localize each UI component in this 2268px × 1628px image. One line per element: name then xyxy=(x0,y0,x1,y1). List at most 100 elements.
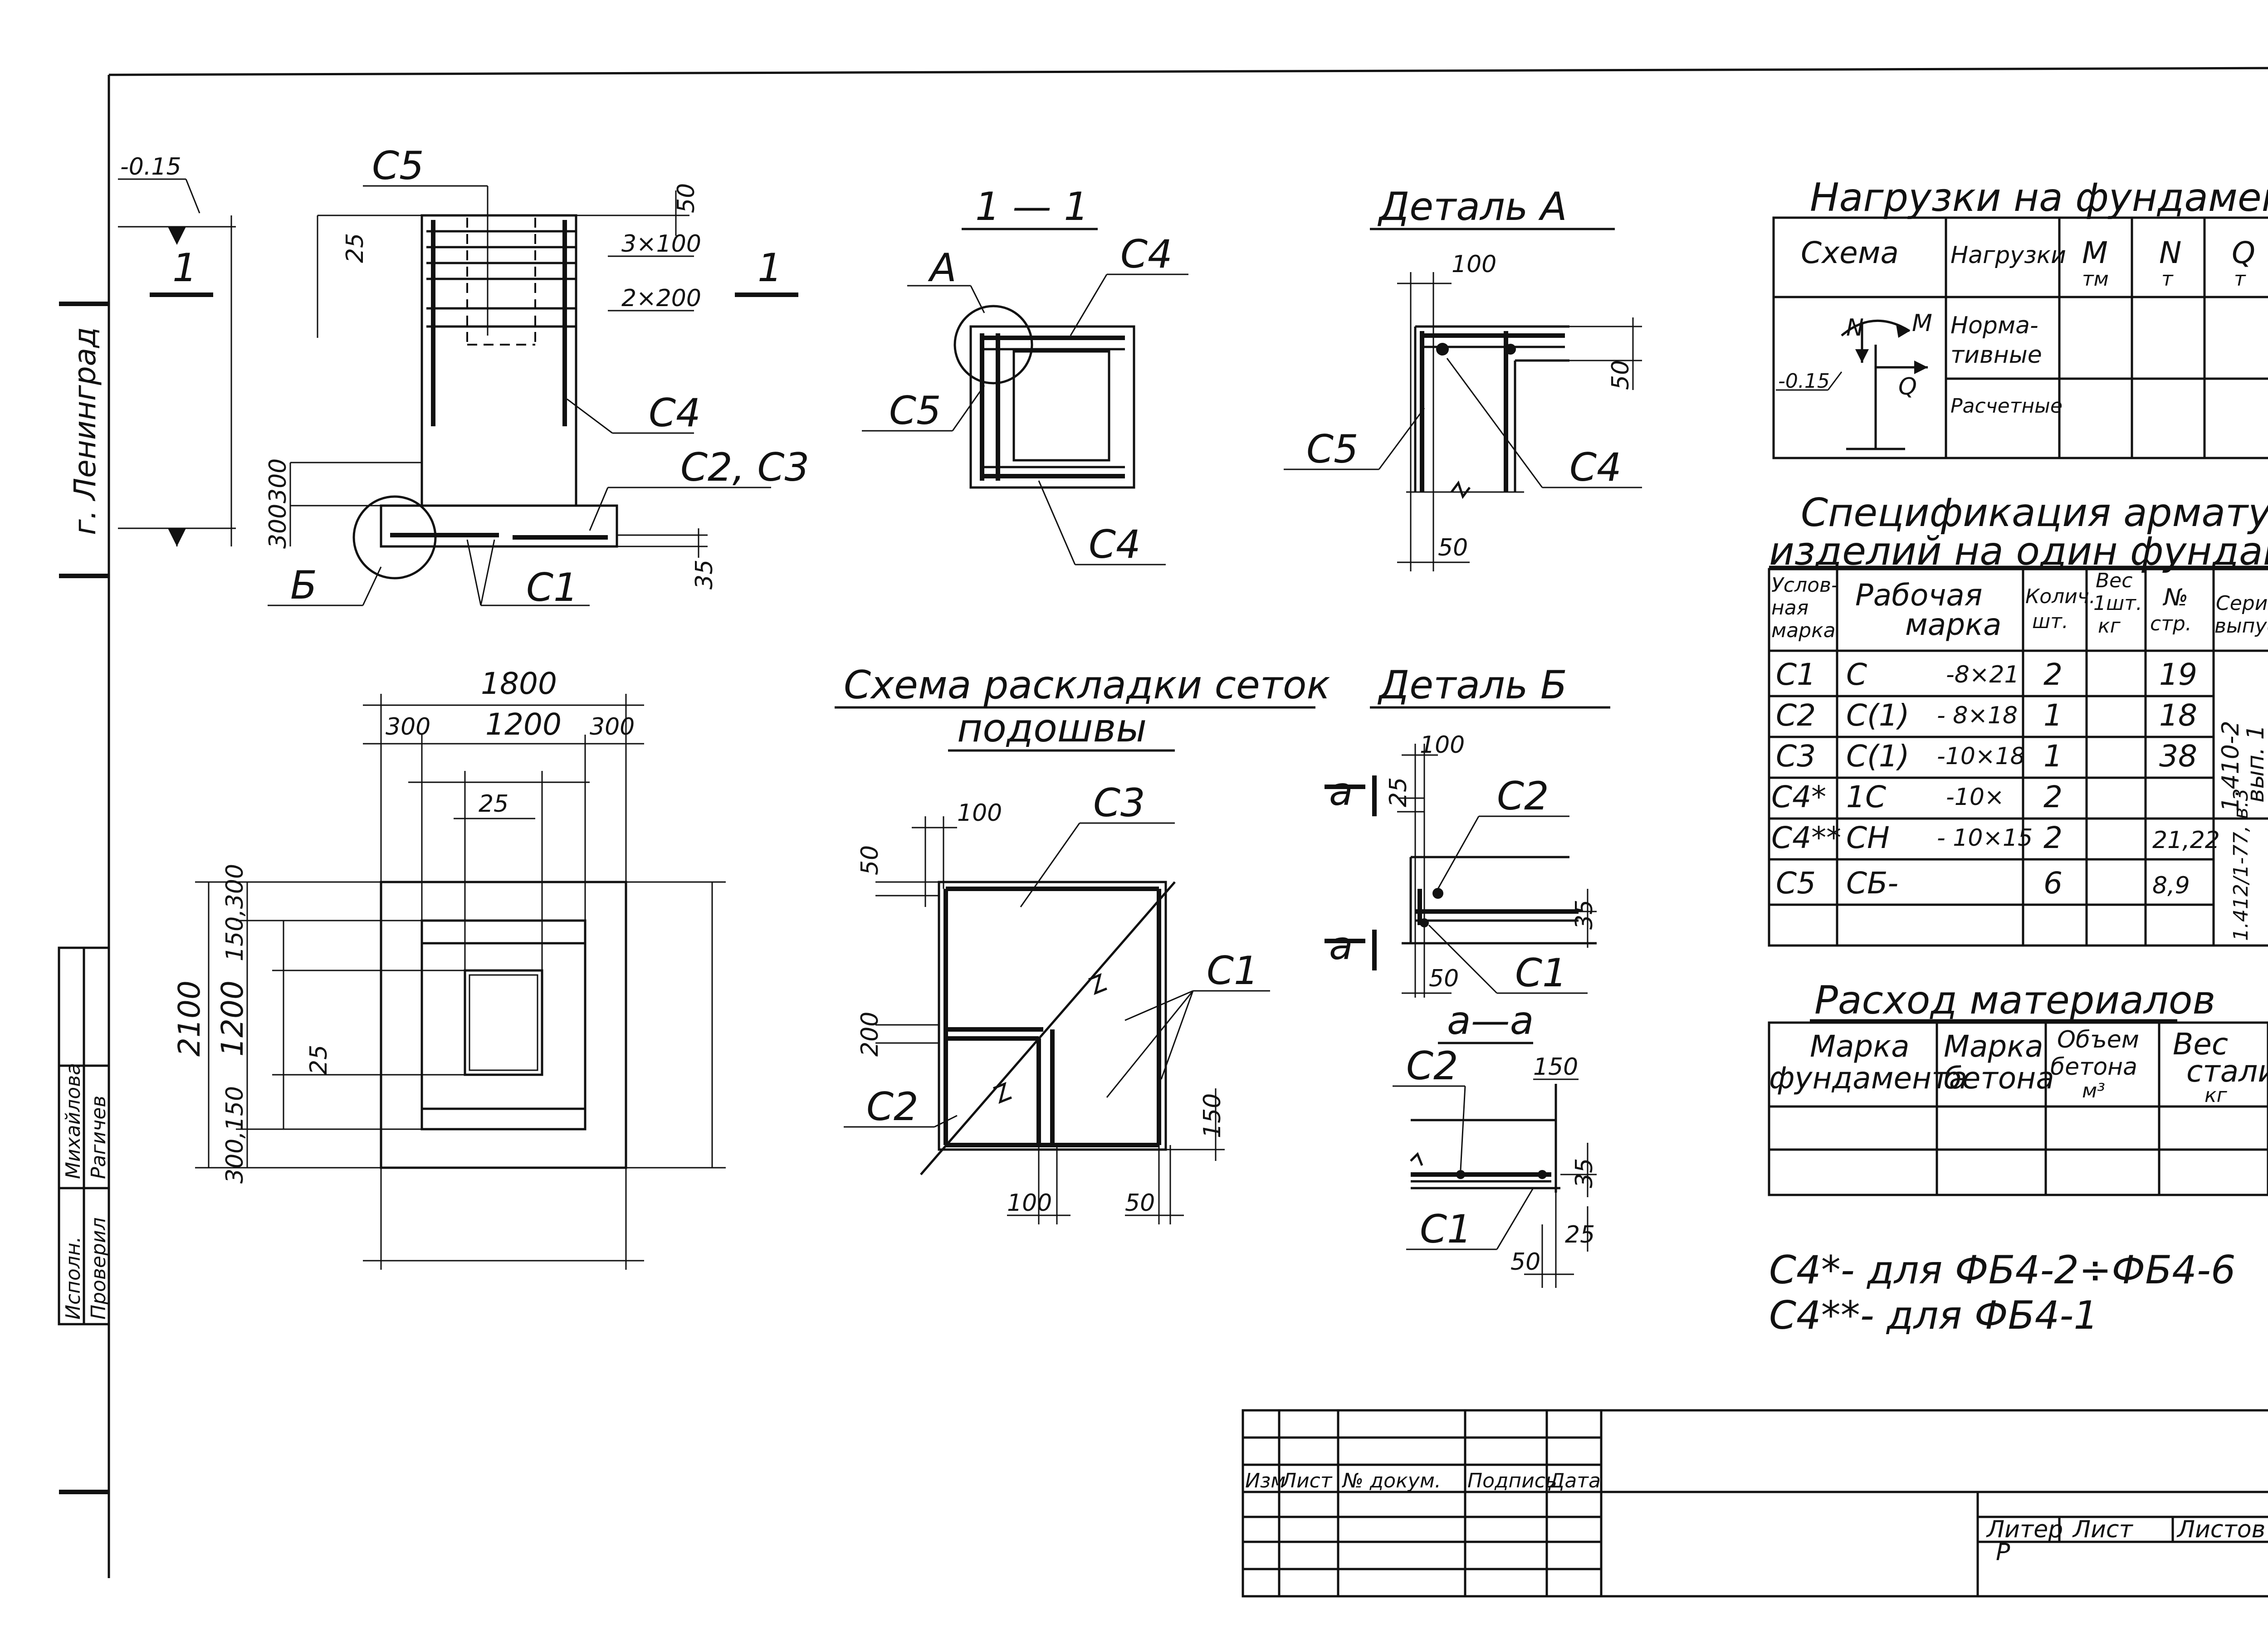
spec-cell-mark: С5 xyxy=(1776,866,1816,901)
dim-150-300: 150,300 xyxy=(221,864,249,961)
loads-row-normative-2: тивные xyxy=(1950,341,2042,369)
loads-h-q: Q xyxy=(2232,235,2255,270)
tb-liter-value: Р xyxy=(1996,1539,2010,1566)
spec-cell-size: -10×18 xyxy=(1937,743,2025,770)
detail-a: Деталь А 100 50 50 С5 С4 xyxy=(1284,184,1642,571)
loads-h-loads: Нагрузки xyxy=(1950,242,2066,269)
spec-cell-work: С xyxy=(1846,657,1867,692)
spec-row: С3 С(1) -10×18 1 38 xyxy=(1776,739,2197,774)
detail-b-ref: Б xyxy=(290,563,317,608)
dim-25-front: 25 xyxy=(342,233,369,263)
loads-h-m: M xyxy=(2082,235,2108,270)
layout-title-1: Схема раскладки сеток xyxy=(844,663,1330,708)
dim-50-layout-bottom: 50 xyxy=(1125,1189,1155,1217)
detail-a-ref: А xyxy=(928,245,957,291)
spec-h-qty-2: шт. xyxy=(2032,610,2068,633)
spec-cell-qty: 2 xyxy=(2043,820,2063,855)
tb-liter: Литер xyxy=(1986,1516,2063,1543)
spec-cell-mark: С4* xyxy=(1771,780,1826,814)
side-table-performer: Исполн. xyxy=(62,1236,85,1320)
spec-cell-mark: С1 xyxy=(1776,657,1816,692)
elevation-label: -0.15 xyxy=(120,153,181,180)
c1-label: С1 xyxy=(526,565,578,610)
materials-h1-1: Марка xyxy=(1810,1029,1910,1064)
dim-200-layout: 200 xyxy=(856,1012,884,1057)
c5-label: С5 xyxy=(372,143,424,189)
dim-300-right: 300 xyxy=(590,713,635,741)
spec-cell-work: С(1) xyxy=(1846,739,1910,774)
dim-100-det-b: 100 xyxy=(1420,731,1465,759)
spec-h-series-1: Серия, xyxy=(2216,592,2268,615)
c4-top-label-sec: С4 xyxy=(1120,232,1173,277)
dim-25-det-b: 25 xyxy=(1385,777,1412,807)
dim-300a-front: 300 xyxy=(264,458,292,503)
materials-table: Расход материалов Марка фундамента Марка… xyxy=(1768,978,2268,1196)
loads-h-m-unit: тм xyxy=(2082,268,2109,291)
dim-25-aa: 25 xyxy=(1565,1221,1595,1248)
spec-cell-work: СН xyxy=(1846,820,1890,855)
c2-label-layout: С2 xyxy=(866,1084,919,1130)
schema-elevation: -0.15 xyxy=(1778,370,1830,393)
spec-cell-qty: 2 xyxy=(2043,657,2063,692)
detail-b: Деталь Б а а 100 25 С2 35 50 С1 xyxy=(1325,663,1610,998)
tb-date: Дата xyxy=(1548,1469,1601,1492)
materials-h2-2: бетона xyxy=(1944,1061,2054,1096)
dim-1200-h: 1200 xyxy=(485,707,562,742)
materials-h3-1: Объем xyxy=(2057,1026,2139,1053)
tb-doc: № докум. xyxy=(1341,1469,1441,1492)
spec-cell-work: СБ- xyxy=(1846,866,1898,901)
dim-35-aa: 35 xyxy=(1571,1158,1598,1188)
spec-cell-page: 38 xyxy=(2159,739,2197,774)
spec-row: С1 С -8×21 2 19 xyxy=(1776,657,2197,692)
dim-35-det-b: 35 xyxy=(1571,900,1598,930)
dim-300b-front: 300 xyxy=(264,504,292,549)
dim-100-layout-bottom: 100 xyxy=(1007,1189,1052,1217)
spec-series-1b: вып. 1 xyxy=(2242,725,2268,803)
dim-50-det-a-h: 50 xyxy=(1438,534,1468,561)
spec-row: С2 С(1) - 8×18 1 18 xyxy=(1776,698,2197,733)
c4-bottom-label-sec: С4 xyxy=(1089,522,1141,567)
specification-table: Спецификация арматурных изделий на один … xyxy=(1768,490,2268,947)
materials-h2-1: Марка xyxy=(1944,1029,2043,1064)
c2-c3-label: С2, С3 xyxy=(680,445,809,490)
note-c4-star: С4*- для ФБ4-2÷ФБ4-6 xyxy=(1769,1248,2236,1293)
spec-cell-mark: С3 xyxy=(1776,739,1816,774)
dim-50-det-a-v: 50 xyxy=(1607,360,1634,390)
dim-150-layout: 150 xyxy=(1199,1093,1226,1138)
spec-title-1: Спецификация арматурных xyxy=(1801,490,2268,536)
tb-izm: Изм xyxy=(1245,1469,1286,1492)
section-a-top: а xyxy=(1329,769,1353,814)
spec-cell-page: 18 xyxy=(2159,698,2197,733)
spec-cell-page: 19 xyxy=(2159,657,2197,692)
spec-series-1: 1.410-2 xyxy=(2217,721,2244,812)
section-mark-right: 1 xyxy=(758,245,782,291)
materials-h4-3: кг xyxy=(2204,1084,2228,1107)
section-1-1-title: 1 — 1 xyxy=(975,184,1089,229)
title-block: Изм Лист № докум. Подпись Дата Литер Лис… xyxy=(1242,1409,2268,1598)
c2-label-det-b: С2 xyxy=(1497,774,1549,819)
c3-label-layout: С3 xyxy=(1093,780,1145,826)
schema-q: Q xyxy=(1898,373,1917,400)
schema-m: M xyxy=(1912,310,1932,337)
dim-300-left: 300 xyxy=(386,713,430,741)
spec-row: С5 СБ- 6 8,9 xyxy=(1776,866,2190,901)
c2-label-aa: С2 xyxy=(1406,1043,1458,1089)
spec-cell-qty: 1 xyxy=(2043,739,2063,774)
spec-cell-size: - 8×18 xyxy=(1937,702,2018,729)
dim-25-plan-h: 25 xyxy=(479,790,508,818)
dim-1200-v: 1200 xyxy=(215,980,250,1057)
spec-h-page-2: стр. xyxy=(2150,612,2192,635)
tb-list2: Лист xyxy=(2072,1516,2133,1543)
section-a-a-title: а—а xyxy=(1447,998,1534,1043)
section-1-1: 1 — 1 А С4 С5 С4 xyxy=(862,184,1188,567)
dim-100-layout-top: 100 xyxy=(957,799,1002,827)
loads-h-q-unit: т xyxy=(2234,268,2246,291)
dim-2x200: 2×200 xyxy=(621,285,701,312)
spec-cell-page: 21,22 xyxy=(2152,827,2220,854)
tb-listov: Листов xyxy=(2176,1516,2265,1543)
mesh-layout-scheme: Схема раскладки сеток подошвы 100 50 200… xyxy=(835,663,1330,1224)
side-table-checked: Проверил xyxy=(87,1217,110,1320)
spec-row: С4** СН - 10×15 2 21,22 xyxy=(1771,820,2220,855)
dim-50-det-b: 50 xyxy=(1429,965,1459,992)
